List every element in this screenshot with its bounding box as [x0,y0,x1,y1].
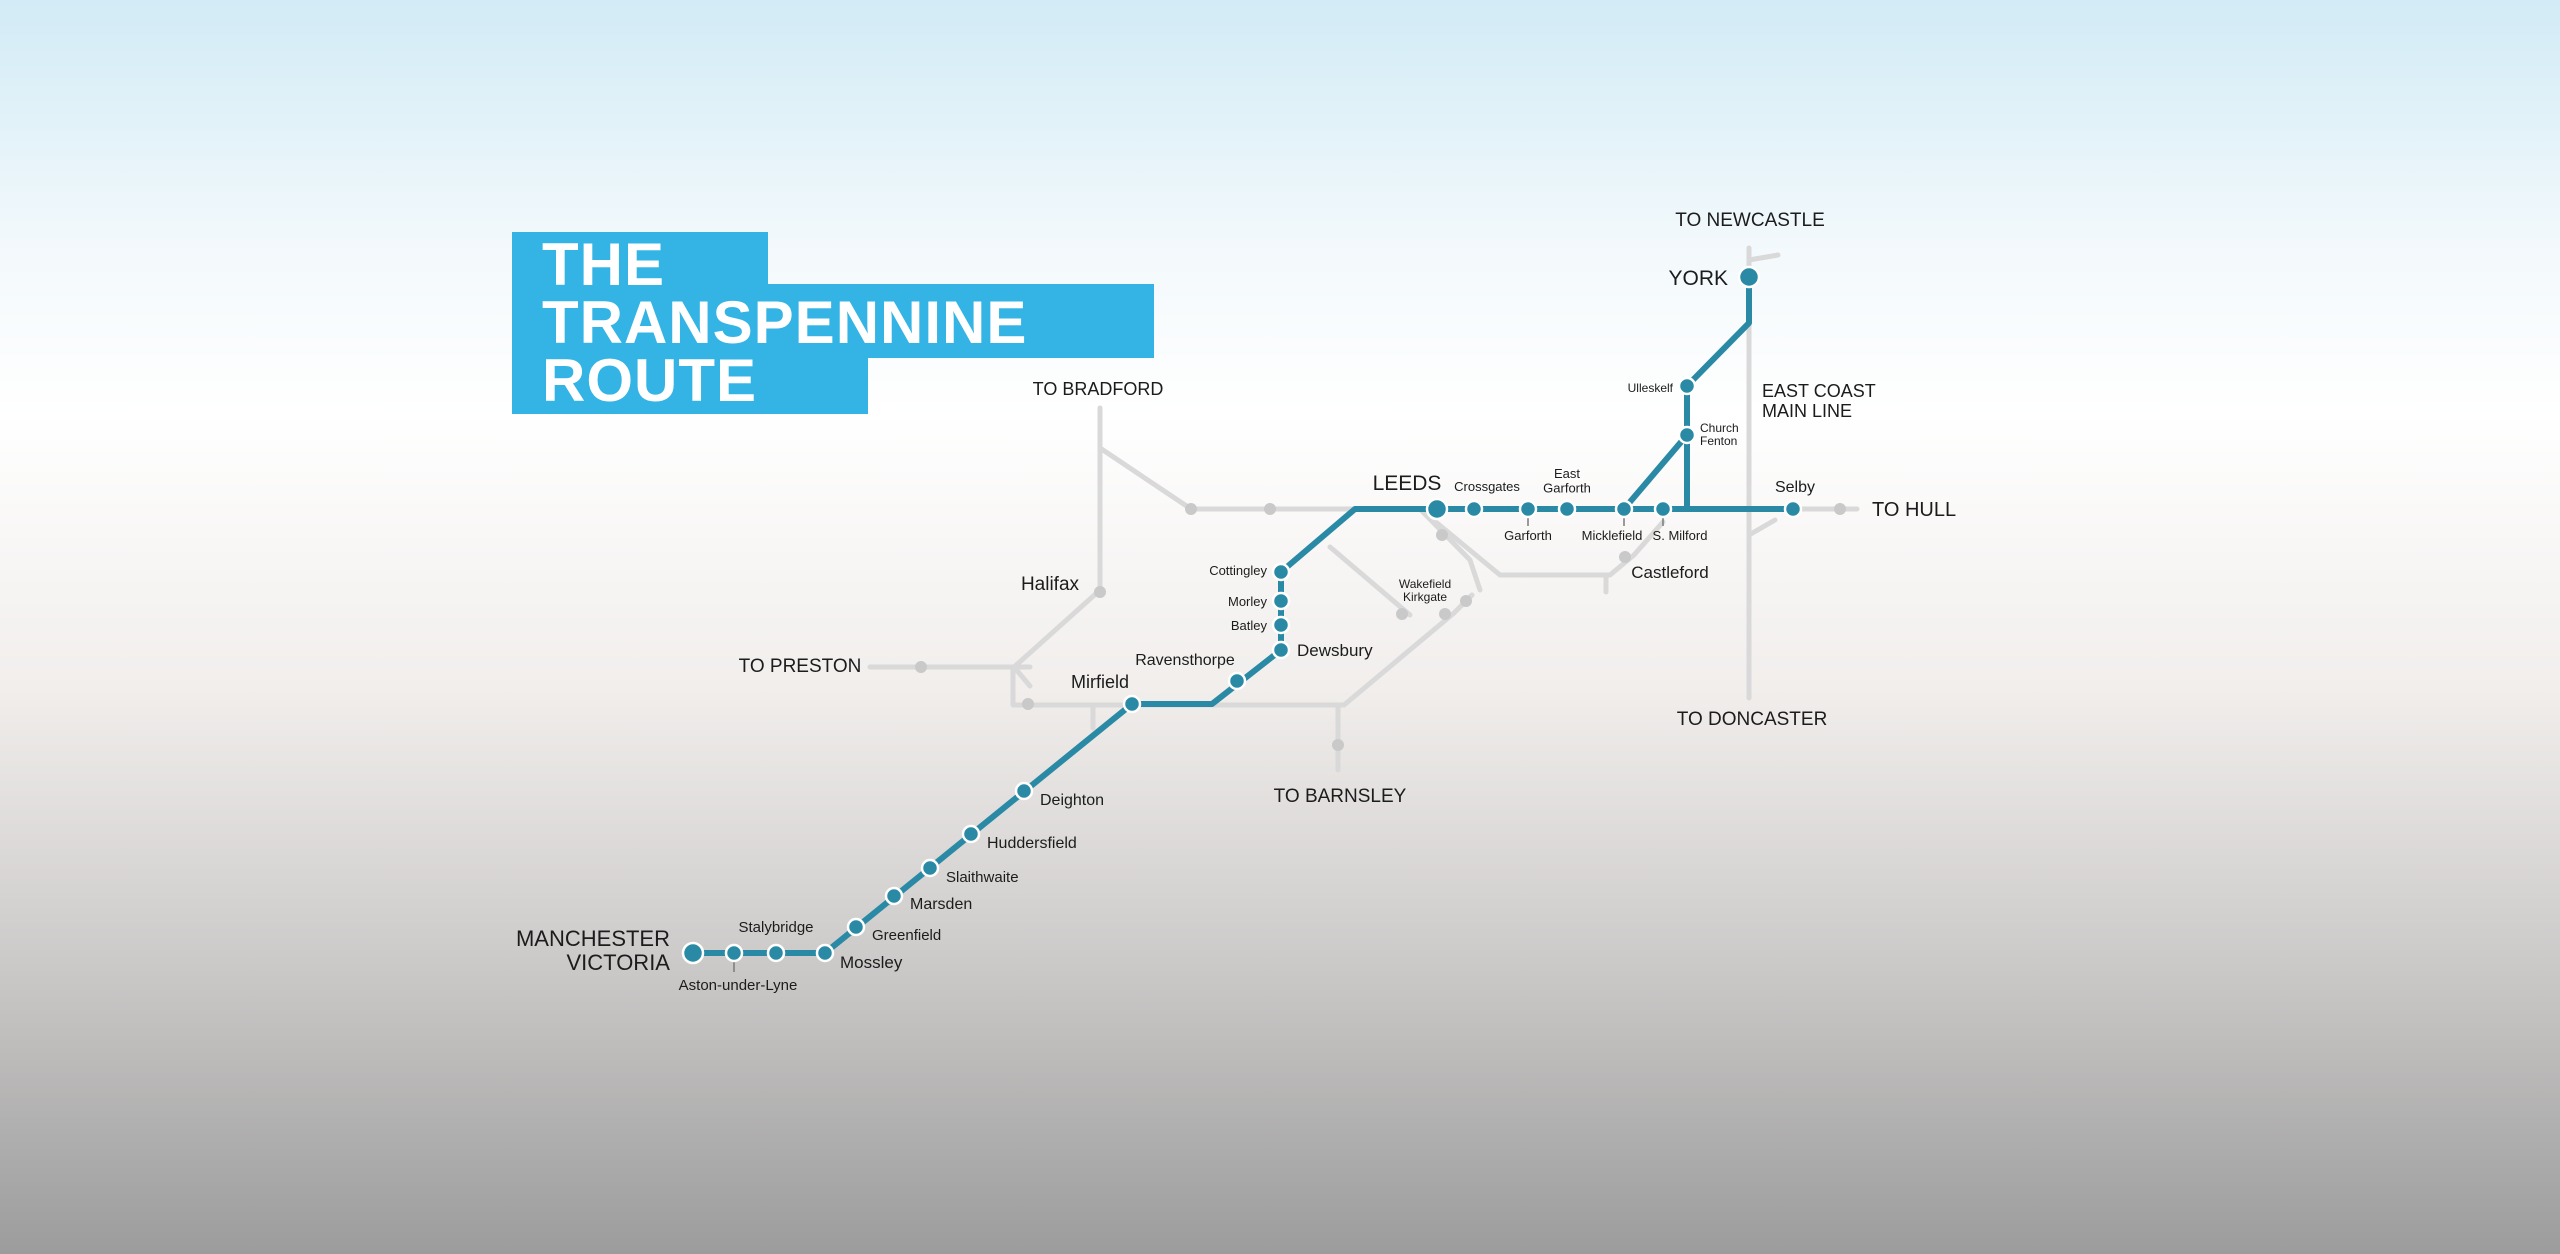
station-mirfield[interactable] [1122,694,1142,714]
title-line-3: ROUTE [542,347,757,414]
label-selby: Selby [1775,479,1815,496]
label-east-coast-main-line-0: EAST COAST [1762,381,1876,401]
label-crossgates: Crossgates [1454,479,1520,494]
label-to-doncaster: TO DONCASTER [1677,709,1828,730]
route-segment-0 [690,506,1796,956]
label-ulleskelf: Ulleskelf [1628,381,1674,395]
station-greenfield[interactable] [846,917,866,937]
other-stops [915,503,1846,751]
title-banner: THE TRANSPENNINE ROUTE [512,232,1154,414]
station-slaithwaite[interactable] [920,858,940,878]
station-manchester-victoria[interactable] [681,941,705,965]
minor-stop-0 [1094,586,1106,598]
map-title: THE TRANSPENNINE ROUTE [542,231,1028,414]
minor-stop-7 [1396,608,1408,620]
label-wakefield-kirkgate-0: Wakefield [1399,577,1451,591]
label-to-bradford: TO BRADFORD [1033,379,1164,399]
station-ulleskelf[interactable] [1677,376,1697,396]
label-dewsbury: Dewsbury [1297,641,1373,660]
station-morley[interactable] [1271,591,1291,611]
minor-stop-8 [1439,608,1451,620]
label-york: YORK [1668,267,1728,290]
minor-stop-2 [1264,503,1276,515]
label-halifax: Halifax [1021,574,1080,595]
label-deighton: Deighton [1040,792,1104,809]
minor-stop-4 [1022,698,1034,710]
minor-stop-11 [1834,503,1846,515]
label-castleford: Castleford [1631,563,1708,582]
minor-stop-9 [1460,595,1472,607]
minor-stop-5 [1332,739,1344,751]
station-ravensthorpe[interactable] [1227,671,1247,691]
station-huddersfield[interactable] [961,824,981,844]
grey-line-8 [1417,506,1637,578]
label-slaithwaite: Slaithwaite [946,869,1019,886]
label-stalybridge: Stalybridge [738,919,813,936]
minor-stop-1 [1185,503,1197,515]
station-s-milford[interactable] [1653,499,1673,519]
grey-line-12 [1746,252,1781,263]
grey-line-1 [1097,445,1363,512]
station-ticks [733,509,1664,972]
label-church-fenton-0: Church [1700,421,1739,435]
label-huddersfield: Huddersfield [987,835,1077,852]
route-stations [681,265,1803,965]
station-batley[interactable] [1271,615,1291,635]
minor-stop-10 [1619,551,1631,563]
station-selby[interactable] [1783,499,1803,519]
station-deighton[interactable] [1014,781,1034,801]
station-dewsbury[interactable] [1271,640,1291,660]
title-line-2: TRANSPENNINE [542,289,1028,356]
station-aston-under-lyne[interactable] [724,943,744,963]
label-mirfield: Mirfield [1071,672,1129,692]
label-to-newcastle: TO NEWCASTLE [1675,210,1825,231]
label-s-milford: S. Milford [1653,528,1708,543]
grey-line-0 [1010,405,1475,708]
grey-line-10 [1417,506,1483,593]
label-leeds: LEEDS [1373,472,1442,495]
station-stalybridge[interactable] [766,943,786,963]
station-mossley[interactable] [815,943,835,963]
label-manchester-victoria-1: VICTORIA [566,950,670,975]
label-to-hull: TO HULL [1872,499,1956,521]
station-micklefield[interactable] [1614,499,1634,519]
label-ravensthorpe: Ravensthorpe [1135,652,1235,669]
grey-line-7 [1327,544,1413,618]
label-marsden: Marsden [910,896,972,913]
station-church-fenton[interactable] [1677,425,1697,445]
grey-line-15 [1631,519,1666,558]
station-york[interactable] [1737,265,1761,289]
grey-line-13 [1746,517,1778,538]
grey-line-4 [1011,664,1033,689]
station-garforth[interactable] [1518,499,1538,519]
label-morley: Morley [1228,594,1268,609]
label-to-preston: TO PRESTON [739,656,862,677]
label-east-coast-main-line-1: MAIN LINE [1762,401,1852,421]
title-line-1: THE [542,231,665,298]
label-wakefield-kirkgate-1: Kirkgate [1403,590,1447,604]
station-cottingley[interactable] [1271,562,1291,582]
label-manchester-victoria-0: MANCHESTER [516,926,670,951]
minor-stop-3 [915,661,927,673]
minor-stop-6 [1436,529,1448,541]
label-greenfield: Greenfield [872,927,941,944]
label-east-garforth-0: East [1554,466,1580,481]
label-garforth: Garforth [1504,528,1552,543]
station-leeds[interactable] [1425,497,1449,521]
station-east-garforth[interactable] [1557,499,1577,519]
station-crossgates[interactable] [1464,499,1484,519]
label-church-fenton-1: Fenton [1700,434,1737,448]
label-mossley: Mossley [840,953,903,972]
label-cottingley: Cottingley [1209,563,1267,578]
label-east-garforth-1: Garforth [1543,480,1591,495]
label-to-barnsley: TO BARNSLEY [1274,786,1407,807]
label-micklefield: Micklefield [1582,528,1643,543]
label-aston-under-lyne: Aston-under-Lyne [679,977,798,994]
station-marsden[interactable] [884,886,904,906]
label-batley: Batley [1231,618,1268,633]
